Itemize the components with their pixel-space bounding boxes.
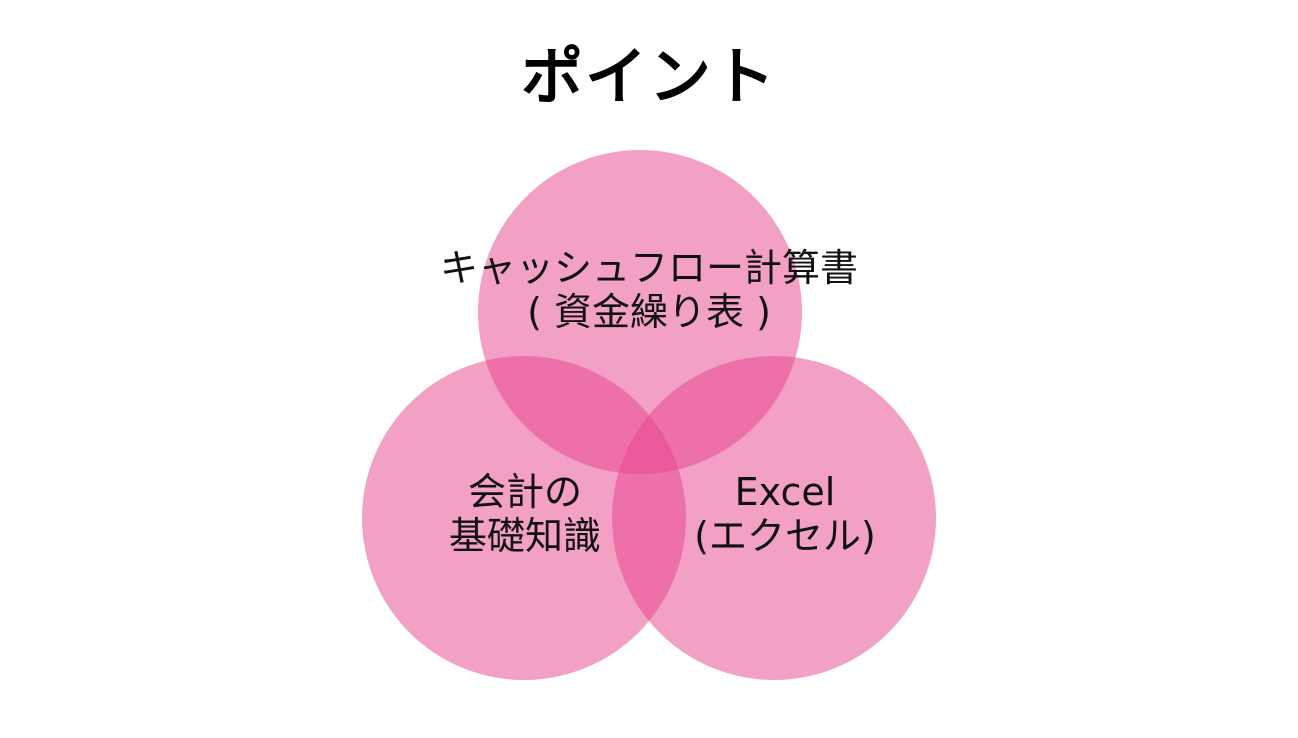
circle-top-label-line1: キャッシュフロー計算書 bbox=[439, 246, 858, 290]
circle-right bbox=[612, 356, 936, 680]
circle-top-label-line2: ( 資金繰り表 ) bbox=[527, 290, 771, 334]
circle-left bbox=[362, 356, 686, 680]
circle-right-label: Excel (エクセル) bbox=[0, 470, 1298, 558]
circle-top-label: キャッシュフロー計算書 ( 資金繰り表 ) bbox=[0, 246, 1298, 334]
circle-left-label-line2: 基礎知識 bbox=[448, 514, 601, 558]
circle-right-label-line2: (エクセル) bbox=[694, 514, 876, 558]
circle-left-label: 会計の 基礎知識 bbox=[0, 470, 1050, 558]
circle-right-label-line1: Excel bbox=[734, 470, 836, 514]
page-title: ポイント bbox=[520, 40, 777, 113]
circle-left-label-line1: 会計の bbox=[467, 470, 582, 514]
